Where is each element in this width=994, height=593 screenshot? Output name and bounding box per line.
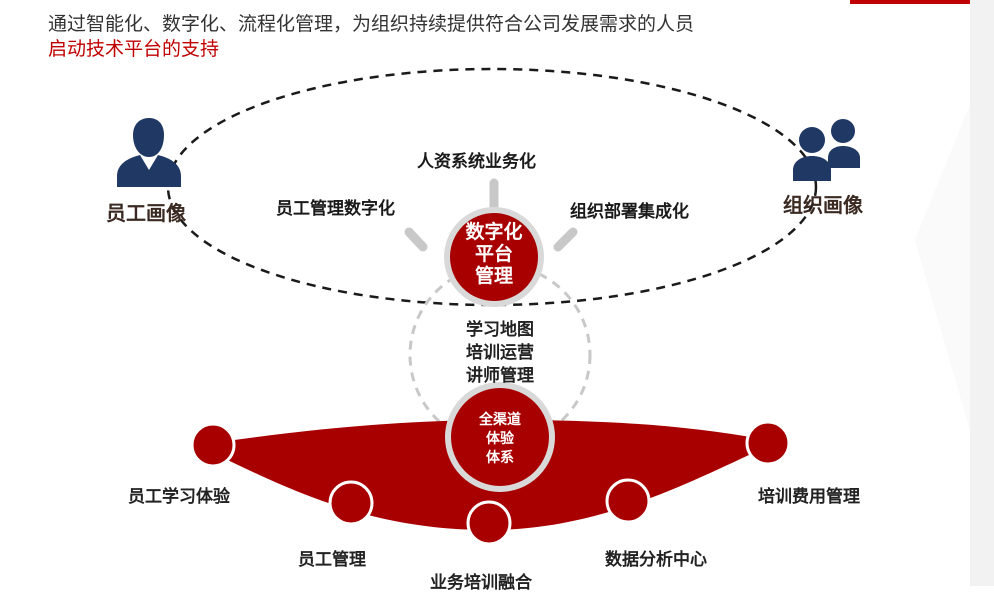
middle-list-item: 讲师管理 (466, 366, 534, 386)
node-label-business-training: 业务培训融合 (430, 573, 532, 593)
bottom-nodes (190, 420, 791, 546)
bottom-center-line: 体系 (486, 450, 514, 466)
bottom-center-line: 全渠道 (479, 412, 521, 428)
facet-right-label: 组织部署集成化 (570, 202, 689, 222)
center-circle (444, 207, 544, 307)
corner-decoration (850, 0, 970, 4)
node-dot (328, 480, 374, 526)
middle-list: 学习地图 培训运营 讲师管理 (440, 319, 560, 388)
node-label-training-cost: 培训费用管理 (758, 487, 860, 507)
group-icon (793, 119, 860, 181)
header-line-2: 启动技术平台的支持 (48, 38, 220, 60)
person-icon (117, 118, 181, 187)
center-circle-text: 数字化 平台 管理 (447, 221, 541, 288)
node-dot (466, 500, 512, 546)
dashed-ellipse (166, 67, 818, 307)
header-line-1: 通过智能化、数字化、流程化管理，为组织持续提供符合公司发展需求的人员 (48, 13, 695, 35)
center-line: 数字化 (465, 221, 523, 243)
bottom-center-circle (445, 382, 555, 492)
middle-list-item: 培训运营 (466, 343, 534, 363)
facet-left-label: 员工管理数字化 (276, 199, 395, 219)
node-dot (605, 478, 651, 524)
node-label-data-analysis: 数据分析中心 (605, 550, 707, 570)
center-line: 管理 (474, 264, 513, 287)
bottom-center-line: 体验 (486, 431, 514, 447)
node-dot (745, 420, 791, 466)
node-label-employee-management: 员工管理 (298, 550, 366, 570)
middle-list-item: 学习地图 (466, 320, 534, 340)
node-label-learning-experience: 员工学习体验 (128, 487, 230, 507)
facet-top-label: 人资系统业务化 (417, 152, 536, 172)
node-dot (190, 422, 236, 468)
bottom-center-text: 全渠道 体验 体系 (454, 411, 546, 468)
side-panel-edge (915, 105, 970, 430)
organization-profile-label: 组织画像 (783, 193, 863, 217)
center-rays (404, 178, 578, 252)
employee-profile-label: 员工画像 (106, 201, 186, 225)
center-line: 平台 (474, 242, 513, 265)
